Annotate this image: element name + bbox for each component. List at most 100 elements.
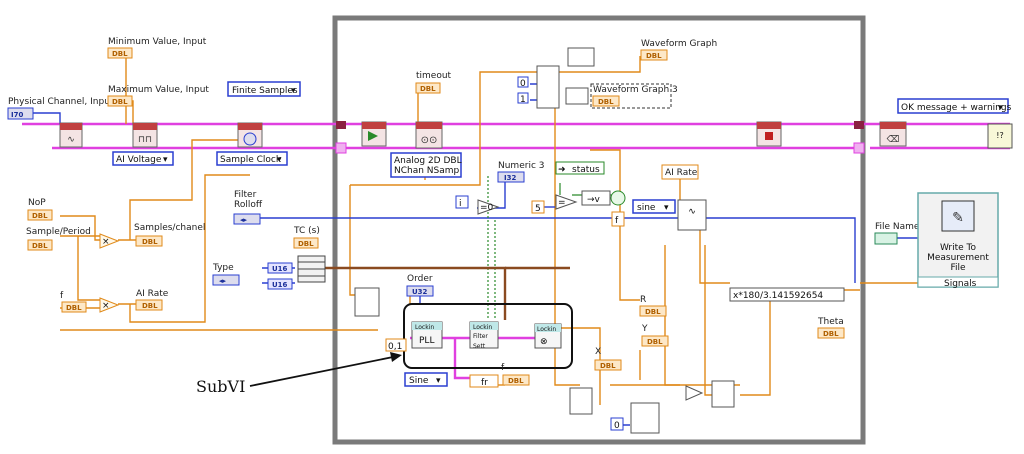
analog-2d-control[interactable]: [390, 152, 462, 178]
ai-voltage-chevron-icon: ▾: [163, 155, 168, 165]
maximum-value-terminal[interactable]: [107, 95, 133, 107]
physical-channel-type: I70: [11, 111, 23, 119]
daqmx-square-icon-2: ⊓⊓: [138, 135, 152, 145]
y-indicator: [641, 335, 669, 347]
sample-period-terminal[interactable]: [27, 239, 53, 251]
clock-icon: [243, 132, 257, 146]
text-line: Measurement: [927, 253, 989, 263]
u16-convert-1[interactable]: [267, 262, 293, 274]
file-name-terminal[interactable]: [874, 232, 898, 245]
array-node-bottom-2[interactable]: [630, 402, 660, 434]
f-local-variable[interactable]: [611, 211, 625, 227]
lockin-filter-header: [470, 322, 498, 330]
sine-lower-control[interactable]: [404, 372, 448, 387]
sample-clock-chevron-icon: ▾: [277, 155, 282, 165]
timeout-terminal[interactable]: [415, 82, 441, 94]
physical-channel-label: Physical Channel, Input: [8, 97, 114, 107]
right-side: ⌫ OK message + warnings ▾ !? File Name ✎…: [756, 98, 1013, 289]
numeric-3-indicator: [497, 171, 525, 183]
lockin-demod-header: [535, 324, 561, 332]
array-node-left[interactable]: [354, 287, 380, 317]
waveform-graph-build-node[interactable]: [567, 47, 595, 67]
waveform-generator-icon: ∿: [688, 207, 696, 217]
subvi-annotation: SubVI: [196, 352, 402, 396]
sine-inner-control[interactable]: [632, 199, 676, 214]
constant-zero-bottom[interactable]: [610, 417, 624, 431]
f-label: f: [60, 291, 64, 301]
daqmx-nodes-left: ∿ ⊓⊓: [59, 122, 263, 148]
f-terminal[interactable]: [61, 301, 87, 313]
equal-zero-node[interactable]: [477, 199, 500, 215]
minimum-value-terminal[interactable]: [107, 47, 133, 59]
formula-node[interactable]: [729, 287, 845, 302]
y-type: DBL: [647, 338, 663, 346]
array-node-bottom-1[interactable]: [569, 387, 593, 415]
index-constant-1[interactable]: [517, 92, 529, 104]
r-label: R: [640, 295, 646, 305]
numeric-3-type: I32: [504, 174, 516, 182]
shift-register-right-bottom: [853, 142, 865, 154]
daqmx-header-2: [133, 123, 157, 130]
sample-period-label: Sample/Period: [26, 227, 91, 237]
error-handler-node[interactable]: [987, 123, 1013, 149]
error-handler-icon: !?: [996, 131, 1003, 140]
ok-message-control[interactable]: [897, 98, 1009, 114]
complex-node[interactable]: [711, 380, 735, 408]
waveform-graph-3-selection: [590, 83, 672, 109]
type-label: Type: [212, 263, 234, 273]
daqmx-start-header: [362, 122, 386, 129]
sine-inner-text: sine: [637, 203, 656, 213]
while-loop-frame: [332, 15, 866, 445]
finite-samples-chevron-icon: ▾: [291, 86, 296, 96]
filter-rolloff-terminal[interactable]: [233, 213, 261, 225]
physical-channel-terminal[interactable]: [7, 107, 34, 120]
order-terminal[interactable]: [406, 285, 434, 297]
build-array-node[interactable]: [536, 65, 560, 109]
constant-five[interactable]: [531, 200, 545, 214]
constant-zero-one[interactable]: [385, 338, 407, 352]
filter-rolloff-arrows-icon: ◂▸: [240, 216, 248, 224]
multiply-node-1[interactable]: [99, 233, 120, 249]
atan2-node[interactable]: [685, 385, 704, 401]
type-arrows-icon: ◂▸: [219, 277, 227, 285]
or-node[interactable]: [581, 190, 611, 206]
tc-terminal[interactable]: [293, 237, 319, 249]
nop-terminal[interactable]: [27, 209, 53, 221]
finite-samples-control[interactable]: [227, 81, 301, 97]
equal-symbol: =: [558, 198, 566, 208]
eraser-icon: ⌫: [886, 135, 900, 145]
iteration-terminal: [455, 195, 469, 209]
daqmx-stop-header: [757, 122, 781, 129]
minimum-value-label: Minimum Value, Input: [108, 37, 207, 47]
fr-local-variable[interactable]: [469, 374, 499, 388]
iteration-text: i: [459, 199, 462, 209]
ai-rate-left-type: DBL: [142, 302, 158, 310]
waveform-graph-3-label: Waveform Graph 3: [593, 85, 678, 95]
sine-inner-chevron-icon: ▾: [664, 203, 669, 213]
numeric-3-label: Numeric 3: [498, 161, 544, 171]
left-inputs: Physical Channel, Input I70 Minimum Valu…: [7, 37, 209, 313]
type-terminal[interactable]: [212, 274, 240, 286]
equal-node[interactable]: [555, 194, 578, 210]
or-symbol: →v: [587, 195, 601, 205]
samples-chanel-label: Samples/chanel: [134, 223, 205, 233]
text-line: File: [950, 263, 966, 273]
sample-clock-control[interactable]: [216, 151, 288, 166]
multiply-node-2[interactable]: [99, 297, 120, 313]
ai-voltage-control[interactable]: [112, 151, 174, 166]
ok-message-text: OK message + warnings: [901, 103, 1012, 113]
waveform-graph-label: Waveform Graph: [641, 39, 717, 49]
loop-stop-icon[interactable]: [610, 190, 626, 206]
signals-input[interactable]: [917, 276, 999, 288]
theta-label: Theta: [817, 317, 844, 327]
index-constant-0[interactable]: [517, 76, 529, 88]
ai-rate-right-label-box: [661, 164, 699, 180]
u16-convert-2[interactable]: [267, 278, 293, 290]
waveform-graph-3-build-node[interactable]: [565, 87, 589, 105]
shift-register-right-top: [854, 121, 864, 129]
waveform-graph-type: DBL: [646, 52, 662, 60]
file-name-label: File Name: [875, 222, 920, 232]
shift-register-left-bottom: [335, 142, 347, 154]
waveform-generator-node[interactable]: [677, 199, 707, 231]
